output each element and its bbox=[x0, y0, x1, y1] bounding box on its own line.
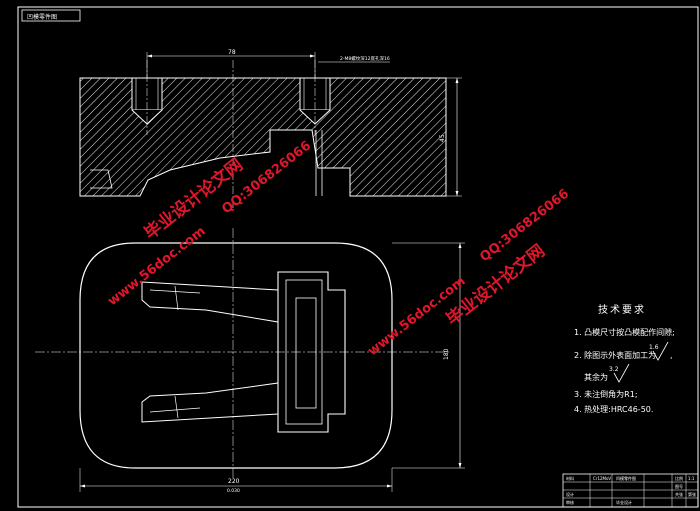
drawing-border bbox=[17, 6, 699, 508]
title-cell-scale: 比例 bbox=[675, 475, 683, 481]
title-cell-total: 共张 bbox=[675, 491, 683, 497]
tech-req-title: 技术要求 bbox=[598, 303, 646, 316]
dim-top-value: 78 bbox=[228, 49, 236, 56]
dim-bottom: 220 0.030 bbox=[79, 468, 393, 494]
dim-top-note: 2-M8螺纹深12底孔深16 bbox=[340, 55, 390, 62]
watermark-right: www.56doc.com 毕业设计论文网 QQ:306826066 bbox=[365, 186, 572, 359]
dim-right-upper: 45 bbox=[439, 77, 462, 197]
tech-req-item-4: 4. 热处理:HRC46-50. bbox=[574, 404, 653, 414]
title-cell-review: 审核 bbox=[566, 499, 574, 505]
roughness-symbol-2 bbox=[613, 363, 630, 383]
roughness-symbol-1 bbox=[652, 341, 669, 361]
dim-bottom-subvalue: 0.030 bbox=[227, 488, 240, 494]
section-body bbox=[79, 77, 447, 197]
tech-req-item-3: 3. 未注倒角为R1; bbox=[574, 389, 638, 399]
technical-requirements: 技术要求 1. 凸模尺寸按凸模配作间隙; 2. 除图示外表面加工为 1.6 , … bbox=[574, 303, 675, 414]
roughness-value-1: 1.6 bbox=[649, 344, 659, 351]
section-view bbox=[79, 60, 447, 210]
title-block: 材料 Cr12MoV 凹模零件图 比例 1:1 设计 审核 毕业设计 图号 共张… bbox=[562, 473, 699, 508]
dim-bottom-value: 220 bbox=[228, 478, 240, 485]
dim-right-lower-value: 180 bbox=[443, 348, 450, 360]
corner-tag-box bbox=[21, 9, 81, 22]
dim-right-upper-value: 45 bbox=[439, 134, 446, 142]
tech-req-comma: , bbox=[670, 351, 673, 360]
title-cell-drawing-no: 图号 bbox=[675, 483, 683, 489]
title-cell-scale-value: 1:1 bbox=[688, 476, 695, 481]
right-block-cavity bbox=[277, 271, 346, 433]
dim-top: 78 2-M8螺纹深12底孔深16 bbox=[146, 49, 390, 78]
corner-tag-text: 凹模零件图 bbox=[27, 13, 57, 21]
tech-req-item-1: 1. 凸模尺寸按凸模配作间隙; bbox=[574, 327, 675, 337]
title-cell-material: 材料 bbox=[566, 475, 574, 481]
title-cell-design: 设计 bbox=[566, 491, 574, 497]
title-cell-sheet: 第张 bbox=[688, 491, 696, 497]
title-cell-material-value: Cr12MoV bbox=[593, 476, 611, 481]
plate-outline bbox=[79, 242, 393, 469]
lower-blade-cavity bbox=[141, 382, 279, 423]
title-cell-project: 毕业设计 bbox=[616, 499, 632, 505]
roughness-value-2: 3.2 bbox=[609, 366, 619, 373]
plan-view bbox=[35, 228, 450, 480]
dim-right-lower: 180 bbox=[392, 242, 465, 469]
tech-req-item-2b: 其余为 bbox=[584, 372, 608, 382]
upper-blade-cavity bbox=[141, 281, 279, 323]
tech-req-item-2: 2. 除图示外表面加工为 bbox=[574, 350, 656, 360]
title-cell-name: 凹模零件图 bbox=[616, 475, 636, 481]
